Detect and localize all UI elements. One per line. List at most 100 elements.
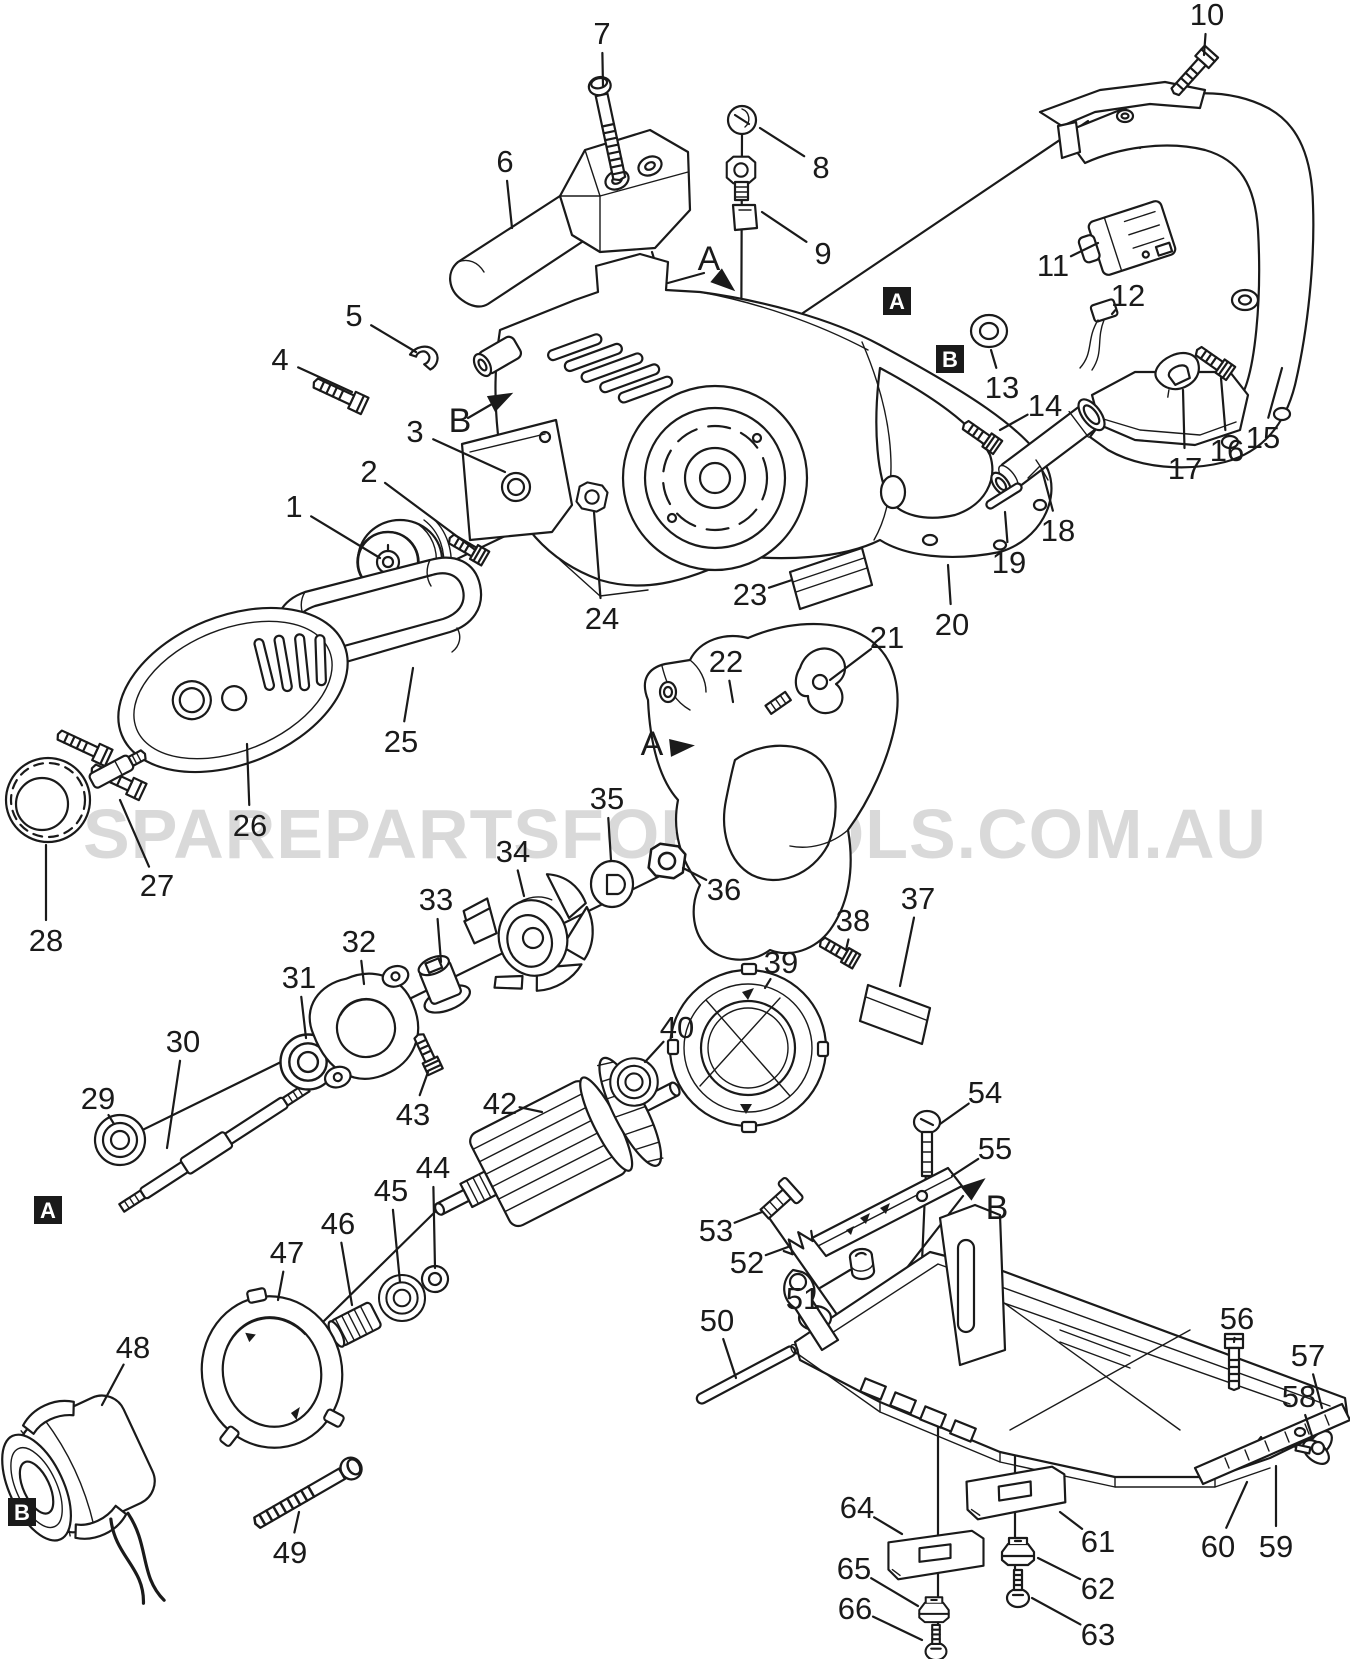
part-label-1: 1 — [285, 489, 302, 524]
part-12-wire-connector — [1079, 298, 1119, 371]
part-label-14: 14 — [1028, 388, 1062, 423]
view-arrow-A-0 — [710, 268, 736, 292]
leader-line-10 — [1202, 32, 1207, 57]
part-9-nozzle-set — [725, 155, 759, 232]
part-label-24: 24 — [585, 601, 619, 636]
part-45-bearing — [377, 1273, 427, 1323]
leader-line-64 — [873, 1516, 904, 1536]
part-label-4: 4 — [271, 342, 288, 377]
leader-line-32 — [360, 959, 366, 986]
leader-line-22 — [728, 679, 735, 704]
leader-line-58 — [1304, 1413, 1314, 1438]
ref-box-letter-A-0: A — [889, 289, 905, 314]
leader-line-50 — [722, 1337, 738, 1380]
part-20-housing-handle — [472, 252, 1053, 597]
part-13-ring — [969, 313, 1009, 349]
part-65-clamp-nut — [918, 1596, 950, 1624]
part-label-47: 47 — [270, 1235, 304, 1270]
leader-line-20 — [946, 563, 952, 606]
part-label-6: 6 — [496, 144, 513, 179]
part-label-18: 18 — [1041, 513, 1075, 548]
leader-line-7 — [601, 51, 605, 88]
part-32-bearing-flange — [308, 964, 420, 1089]
leader-line-30 — [165, 1059, 182, 1150]
leader-line-2 — [383, 481, 476, 551]
part-52-spring — [782, 1229, 814, 1256]
part-18-grip-tube — [990, 398, 1106, 497]
part-39-bearing-box — [666, 962, 830, 1134]
view-letter-B-1: B — [449, 402, 472, 440]
part-3-plate — [460, 418, 574, 542]
leader-line-45 — [391, 1208, 402, 1284]
view-letter-A-2: A — [641, 725, 664, 763]
part-label-63: 63 — [1081, 1617, 1115, 1652]
leader-line-18 — [1040, 468, 1054, 512]
view-arrow-A-2 — [669, 738, 695, 757]
part-label-52: 52 — [730, 1245, 764, 1280]
part-label-66: 66 — [838, 1591, 872, 1626]
ref-box-letter-B-3: B — [14, 1500, 30, 1525]
leader-line-1 — [310, 515, 382, 560]
part-label-13: 13 — [985, 370, 1019, 405]
leader-line-40 — [643, 1040, 665, 1064]
leader-line-42 — [518, 1106, 544, 1114]
part-label-62: 62 — [1081, 1571, 1115, 1606]
leader-line-35 — [607, 816, 613, 862]
ref-box-letter-A-2: A — [40, 1198, 56, 1223]
part-label-40: 40 — [660, 1010, 694, 1045]
part-53-bolt — [759, 1177, 804, 1220]
leader-line-6 — [505, 179, 514, 230]
part-8-cap — [726, 104, 758, 136]
part-61-clamp-plate — [965, 1465, 1067, 1521]
part-label-42: 42 — [483, 1086, 517, 1121]
ref-box-B-3 — [8, 1498, 36, 1526]
part-51-set-screw — [848, 1247, 876, 1281]
part-36-nut — [646, 841, 688, 881]
part-37-plate — [858, 983, 932, 1046]
leader-line-14 — [998, 413, 1029, 432]
leader-line-56 — [1232, 1336, 1236, 1344]
part-label-31: 31 — [282, 960, 316, 995]
part-62-clamp-nut — [1000, 1536, 1036, 1567]
part-label-25: 25 — [384, 724, 418, 759]
part-42-armature — [433, 1056, 681, 1228]
part-label-64: 64 — [840, 1490, 874, 1525]
part-label-50: 50 — [700, 1303, 734, 1338]
part-64-clamp-plate — [887, 1529, 985, 1581]
part-label-59: 59 — [1259, 1529, 1293, 1564]
part-label-34: 34 — [496, 834, 530, 869]
leader-line-63 — [1030, 1596, 1082, 1626]
leader-line-36 — [681, 866, 708, 881]
leader-line-3 — [432, 438, 507, 474]
part-55-sole-plate — [810, 1166, 964, 1258]
part-label-22: 22 — [709, 644, 743, 679]
part-40-bearing — [609, 1057, 659, 1107]
part-label-44: 44 — [416, 1150, 450, 1185]
ref-box-letter-B-1: B — [942, 347, 958, 372]
part-11-switch — [1077, 200, 1177, 276]
part-label-45: 45 — [374, 1173, 408, 1208]
part-label-61: 61 — [1081, 1524, 1115, 1559]
part-46-bushing — [327, 1301, 382, 1348]
leader-line-51 — [819, 1268, 852, 1289]
part-label-15: 15 — [1246, 420, 1280, 455]
part-6-front-handle — [449, 128, 692, 308]
part-24-nut — [574, 479, 610, 515]
part-47-retainer-ring — [200, 1287, 345, 1449]
leader-line-33 — [436, 917, 443, 964]
leader-line-38 — [844, 938, 850, 952]
part-label-27: 27 — [140, 868, 174, 903]
part-label-48: 48 — [116, 1330, 150, 1365]
leader-line-60 — [1225, 1480, 1249, 1529]
part-label-20: 20 — [935, 607, 969, 642]
leader-line-52 — [764, 1245, 790, 1257]
leader-line-61 — [1058, 1510, 1084, 1530]
part-19-pin — [985, 459, 1049, 510]
part-label-43: 43 — [396, 1097, 430, 1132]
leader-line-21 — [828, 647, 873, 682]
part-48-stator — [1, 1394, 166, 1605]
leader-line-11 — [1069, 241, 1100, 258]
part-30-spindle — [118, 1082, 311, 1213]
